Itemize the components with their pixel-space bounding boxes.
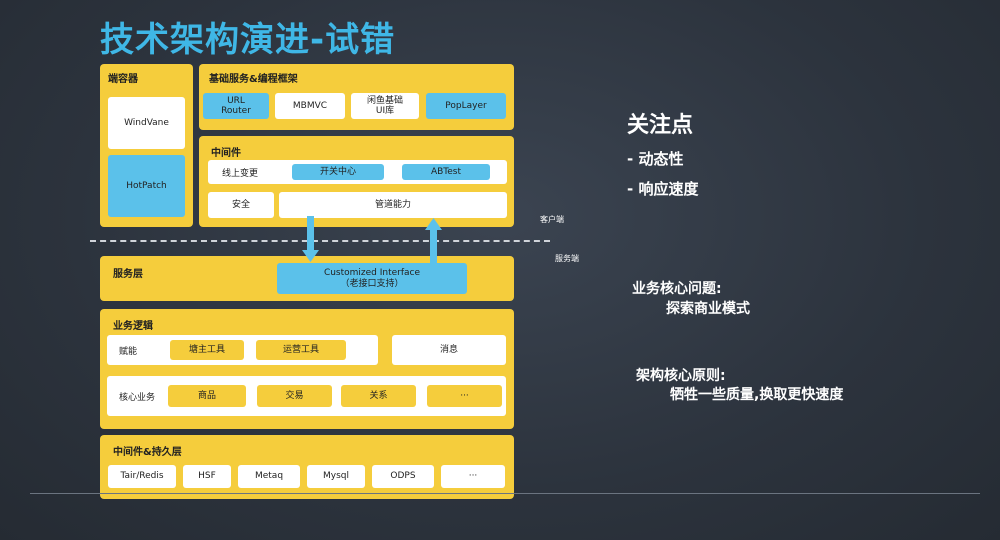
tair-redis-box: Tair/Redis (108, 465, 176, 488)
focus-point-speed: - 响应速度 (627, 180, 699, 198)
poplayer-box: PopLayer (426, 93, 506, 119)
ops-tool-box: 运营工具 (256, 340, 346, 360)
hotpatch-box: HotPatch (108, 155, 185, 217)
url-router-box: URL Router (203, 93, 269, 119)
persistence-panel: 中间件&持久层 Tair/Redis HSF Metaq Mysql ODPS … (100, 435, 514, 499)
core-business-row: 核心业务 商品 交易 关系 ··· (107, 376, 506, 416)
mbmvc-box: MBMVC (275, 93, 345, 119)
arch-principle-label: 架构核心原则: (636, 368, 726, 384)
abtest-box: ABTest (402, 164, 490, 180)
service-layer-panel: 服务层 Customized Interface （老接口支持） (100, 256, 514, 301)
middleware-title: 中间件 (211, 148, 241, 159)
up-arrow-icon (425, 218, 442, 264)
more-core-box: ··· (427, 385, 502, 407)
framework-title: 基础服务&编程框架 (209, 74, 298, 85)
security-box: 安全 (208, 192, 274, 218)
online-change-row: 线上变更 开关中心 ABTest (208, 160, 507, 184)
arch-principle-value: 牺牲一些质量,换取更快速度 (670, 387, 844, 403)
business-problem-label: 业务核心问题: (632, 281, 722, 297)
empower-row: 赋能 塘主工具 运营工具 (107, 335, 378, 365)
empower-label: 赋能 (119, 346, 138, 357)
goods-box: 商品 (168, 385, 246, 407)
core-business-label: 核心业务 (119, 392, 156, 403)
odps-box: ODPS (372, 465, 434, 488)
middleware-panel: 中间件 线上变更 开关中心 ABTest 安全 管道能力 (199, 136, 514, 227)
windvane-box: WindVane (108, 97, 185, 149)
server-label: 服务端 (555, 254, 579, 263)
relation-box: 关系 (341, 385, 416, 407)
bottom-line (30, 493, 980, 494)
page-title: 技术架构演进-试错 (100, 20, 396, 60)
business-logic-title: 业务逻辑 (113, 321, 153, 332)
client-label: 客户端 (540, 215, 564, 224)
trade-box: 交易 (257, 385, 332, 407)
pond-owner-tool-box: 塘主工具 (170, 340, 244, 360)
persistence-title: 中间件&持久层 (113, 447, 182, 458)
message-box: 消息 (392, 335, 506, 365)
end-container-title: 端容器 (108, 74, 138, 85)
focus-heading: 关注点 (627, 113, 694, 138)
service-layer-title: 服务层 (113, 269, 143, 280)
pipeline-box: 管道能力 (279, 192, 507, 218)
online-change-label: 线上变更 (222, 168, 259, 179)
down-arrow-icon (302, 216, 319, 262)
end-container-panel: 端容器 WindVane HotPatch (100, 64, 193, 227)
mysql-box: Mysql (307, 465, 365, 488)
xianyu-ui-box: 闲鱼基础 UI库 (351, 93, 419, 119)
business-problem-value: 探索商业模式 (666, 301, 750, 317)
framework-panel: 基础服务&编程框架 URL Router MBMVC 闲鱼基础 UI库 PopL… (199, 64, 514, 130)
more-persistence-box: ··· (441, 465, 505, 488)
hsf-box: HSF (183, 465, 231, 488)
switch-center-box: 开关中心 (292, 164, 384, 180)
customized-interface-box: Customized Interface （老接口支持） (277, 263, 467, 294)
client-server-divider (90, 240, 550, 242)
focus-point-dynamic: - 动态性 (627, 150, 684, 168)
business-logic-panel: 业务逻辑 赋能 塘主工具 运营工具 消息 核心业务 商品 交易 关系 ··· (100, 309, 514, 429)
metaq-box: Metaq (238, 465, 300, 488)
